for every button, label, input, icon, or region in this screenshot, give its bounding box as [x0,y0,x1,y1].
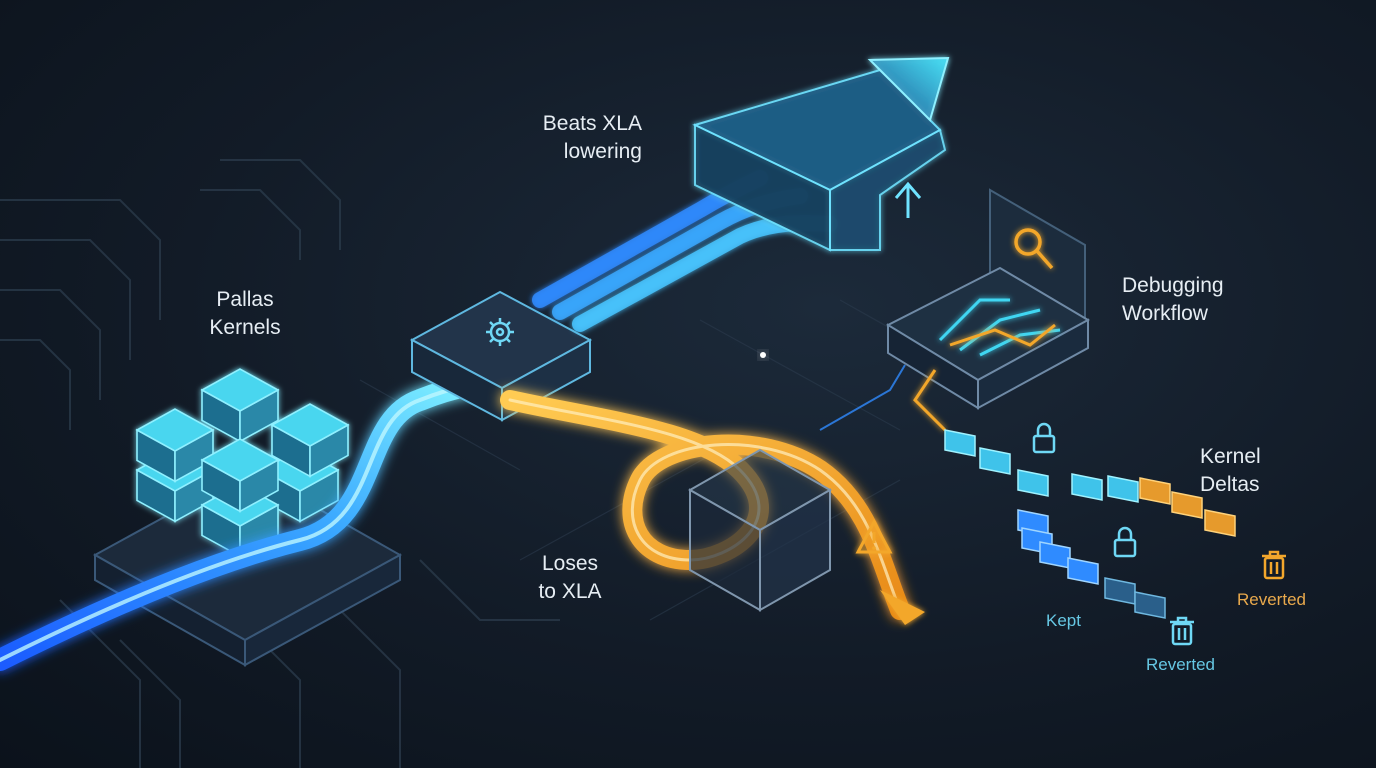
kernel-cube [200,368,280,443]
warning-icon [855,518,893,554]
label-debugging-workflow: Debugging Workflow [1122,274,1224,325]
kernel-cube [200,438,280,513]
kernel-cube [135,408,215,483]
connector-blue [819,364,906,431]
debugging-panel [885,188,1091,410]
chain-segment-reverted [1104,577,1136,605]
chain-segment-kept [944,429,976,457]
sparkle [760,352,766,358]
label-loses-xla: Loses to XLA [538,552,602,603]
chain-segment-reverted [1134,591,1166,619]
losing-arrow-head [880,590,925,625]
connector-orange [913,369,947,432]
knot-box [687,448,833,612]
chain-segment-reverted [1139,477,1171,505]
kernel-delta-chains [944,429,1236,619]
trash-icon [1170,616,1194,646]
pallas-kernel-cubes [135,368,350,558]
up-arrow-icon [894,181,922,218]
chain-segment-kept [1039,541,1071,569]
label-reverted-orange: Reverted [1237,590,1306,609]
label-beats-xla: Beats XLA lowering [542,112,642,163]
chain-segment-kept [1071,473,1103,501]
gear-icon [486,318,514,346]
lock-icon [1113,526,1137,558]
chain-segment-kept [979,447,1011,475]
kernel-cube [270,403,350,478]
chain-segment-kept [1067,557,1099,585]
chain-segment-reverted [1171,491,1203,519]
chain-segment-kept [1017,469,1049,497]
label-kernel-deltas: Kernel Deltas [1200,445,1261,496]
label-kept: Kept [1046,611,1081,630]
label-reverted-blue: Reverted [1146,655,1215,674]
magnifier-icon [1014,228,1054,270]
beats-xla-arrow [692,56,950,252]
label-pallas-kernels: Pallas Kernels [209,288,281,339]
chain-segment-reverted [1204,509,1236,537]
input-stream-core [0,383,472,662]
losing-stream [500,390,910,620]
trash-icon [1262,550,1286,580]
chain-segment-kept [1107,475,1139,503]
lock-icon [1032,422,1056,454]
